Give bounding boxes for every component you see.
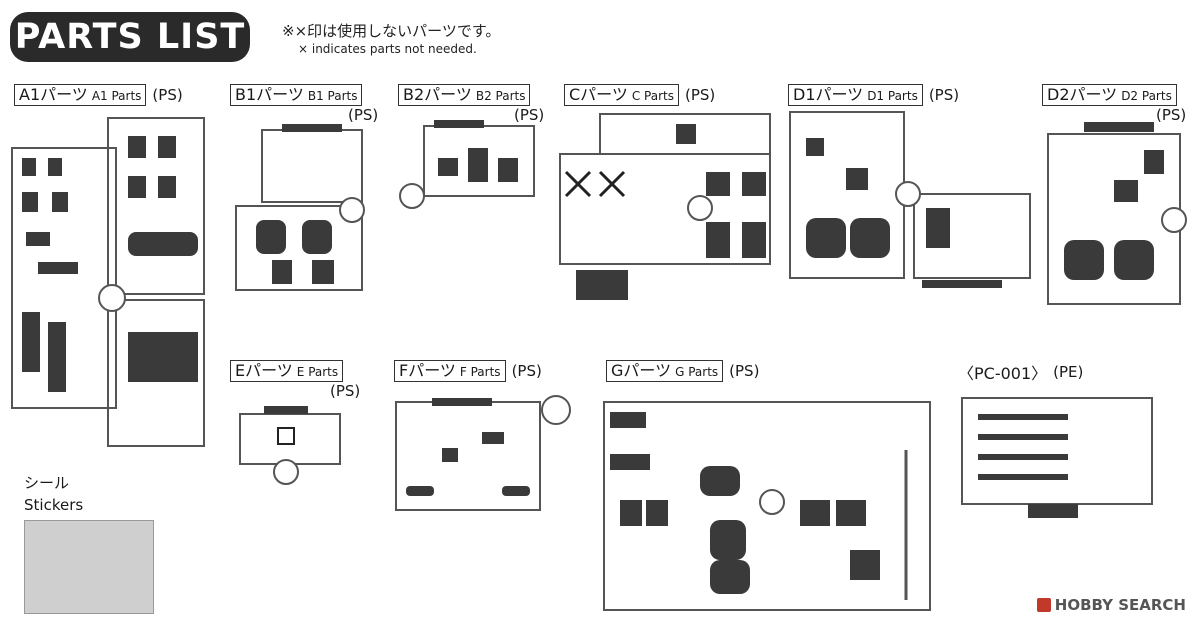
watermark-text: HOBBY SEARCH <box>1054 596 1186 614</box>
note-english: × indicates parts not needed. <box>298 42 477 56</box>
part-en-b1: B1 Parts <box>307 89 358 103</box>
runner-f <box>395 395 571 511</box>
material-d2: (PS) <box>1156 106 1187 124</box>
part-jp-d1: D1パーツ <box>793 85 864 104</box>
stickers-label-jp: シール <box>24 474 70 492</box>
material-g: (PS) <box>729 362 760 380</box>
part-en-d1: D1 Parts <box>867 89 918 103</box>
pc-label: 〈PC-001〉 <box>958 364 1048 383</box>
material-d1: (PS) <box>928 86 960 104</box>
part-jp-a1: A1パーツ <box>19 85 88 104</box>
material-pc: (PE) <box>1053 363 1084 381</box>
part-en-a1: A1 Parts <box>91 89 142 103</box>
part-en-b2: B2 Parts <box>475 89 526 103</box>
note-japanese: ※×印は使用しないパーツです。 <box>282 22 501 40</box>
runner-b1 <box>235 124 365 291</box>
runner-d1 <box>789 111 1031 288</box>
page-title: PARTS LIST <box>10 12 250 62</box>
part-label-pc: 〈PC-001〉 (PE) <box>958 360 1083 384</box>
sticker-sheet <box>24 520 154 614</box>
part-jp-b2: B2パーツ <box>403 85 472 104</box>
runner-d2 <box>1047 122 1187 305</box>
material-a1: (PS) <box>152 86 183 104</box>
material-e: (PS) <box>330 382 361 400</box>
runner-b2 <box>399 120 535 209</box>
material-b1: (PS) <box>348 106 379 124</box>
part-jp-e: Eパーツ <box>235 361 293 380</box>
part-en-e: E Parts <box>296 365 339 379</box>
runner-a1 <box>11 117 205 447</box>
runner-c <box>559 113 771 300</box>
part-en-g: G Parts <box>675 365 719 379</box>
part-en-d2: D2 Parts <box>1121 89 1172 103</box>
runner-pc <box>961 397 1153 518</box>
material-c: (PS) <box>685 86 716 104</box>
part-en-c: C Parts <box>631 89 674 103</box>
runner-e <box>239 406 341 485</box>
material-f: (PS) <box>511 362 542 380</box>
part-en-f: F Parts <box>459 365 501 379</box>
hobbysearch-logo-icon <box>1036 598 1051 612</box>
watermark: HOBBY SEARCH <box>1036 596 1186 614</box>
part-jp-g: Gパーツ <box>611 361 672 380</box>
material-b2: (PS) <box>514 106 545 124</box>
part-jp-b1: B1パーツ <box>235 85 304 104</box>
runner-g <box>603 401 931 611</box>
part-jp-d2: D2パーツ <box>1047 85 1118 104</box>
part-jp-c: Cパーツ <box>569 85 628 104</box>
stickers-label-en: Stickers <box>24 496 84 514</box>
part-jp-f: Fパーツ <box>399 361 456 380</box>
